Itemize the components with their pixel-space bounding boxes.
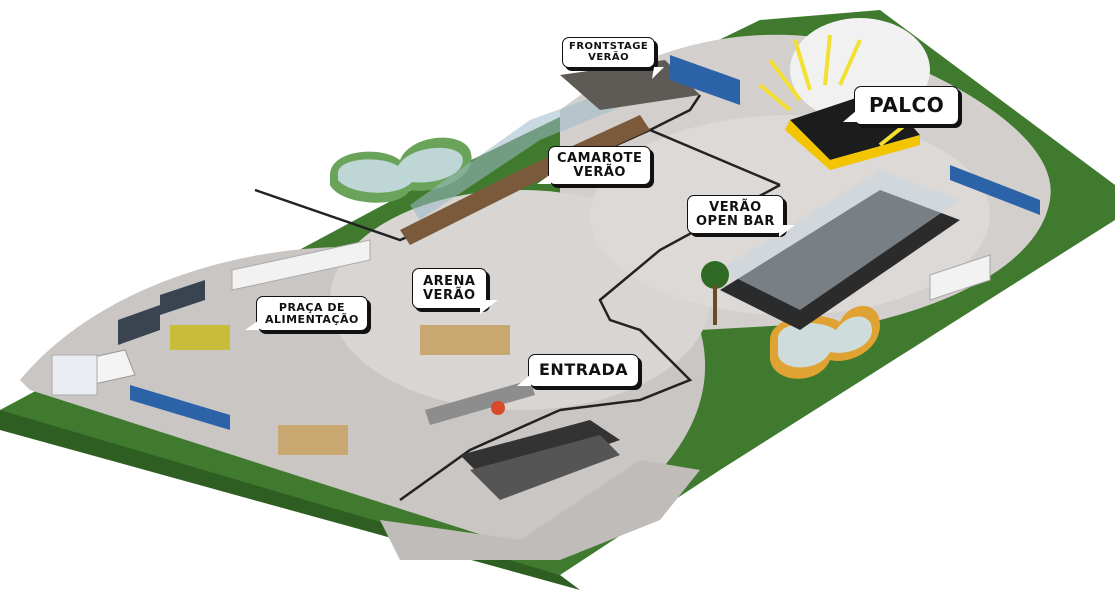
toilet-icon: [130, 55, 1040, 430]
label-frontstage: FRONTSTAGE VERÃO: [562, 37, 656, 68]
label-camarote: CAMAROTE VERÃO: [536, 146, 652, 186]
food-tables: [170, 325, 230, 350]
ambulance-icon: [51, 349, 136, 396]
label-openbar: VERÃO OPEN BAR: [687, 195, 795, 238]
tent-icon: [231, 239, 991, 301]
label-palco: PALCO: [842, 86, 960, 125]
label-praca-alimentacao: PRAÇA DE ALIMENTAÇÃO: [245, 296, 368, 332]
entrance-gate-icon: [425, 380, 535, 425]
kiosk-icon: [278, 325, 510, 455]
label-entrada: ENTRADA: [516, 354, 640, 387]
truck-icon: [118, 280, 205, 345]
bleachers-icon: [460, 420, 620, 500]
fountain-icon: [701, 261, 729, 325]
road: [380, 460, 700, 560]
label-arena: ARENA VERÃO: [412, 268, 498, 315]
openbar-structure: [720, 170, 960, 330]
